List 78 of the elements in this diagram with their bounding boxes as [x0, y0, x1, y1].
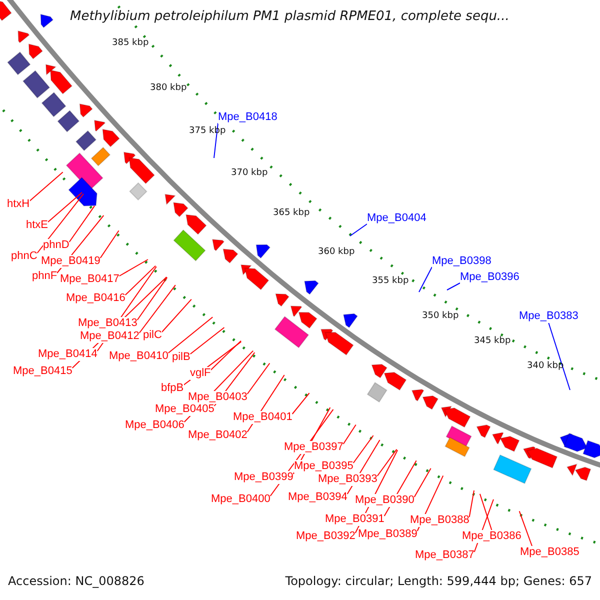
scale-label: 370 kbp	[231, 167, 268, 180]
leader-line	[36, 193, 84, 254]
gene-label: Mpe_B0417	[60, 273, 120, 286]
scale-label: 380 kbp	[150, 82, 187, 95]
gene-label: phnF	[32, 270, 58, 283]
gene-label: Mpe_B0396	[460, 271, 520, 284]
gene-label: Mpe_B0398	[432, 255, 492, 268]
gene-label: Mpe_B0405	[155, 403, 214, 416]
summary-text: Topology: circular; Length: 599,444 bp; Genes: 657	[285, 575, 592, 588]
leader-line	[100, 230, 120, 258]
gene-label: Mpe_B0399	[234, 471, 294, 484]
leader-line	[414, 468, 432, 498]
scale-label: 345 kbp	[474, 335, 511, 348]
accession-text: Accession: NC_008826	[8, 575, 144, 588]
gene-label: vglF	[190, 367, 211, 380]
leader-line	[210, 340, 242, 370]
gene-label: Mpe_B0386	[462, 530, 522, 543]
leader-line	[118, 259, 148, 276]
gene-label: pilC	[143, 329, 162, 342]
gene-label: Mpe_B0419	[41, 255, 100, 268]
gene-label: Mpe_B0391	[325, 513, 384, 526]
gene-label: Mpe_B0404	[367, 212, 426, 225]
gene-label: Mpe_B0389	[358, 528, 418, 541]
scale-label: 385 kbp	[112, 37, 149, 50]
title: Methylibium petroleiphilum PM1 plasmid RPME01, complete sequ...	[70, 10, 510, 23]
gene-label: phnD	[43, 239, 70, 252]
leader-line	[190, 327, 225, 354]
gene-label: phnC	[11, 250, 38, 263]
gene-label: Mpe_B0397	[284, 441, 344, 454]
gene-label: Mpe_B0416	[66, 292, 126, 305]
leader-line	[479, 493, 492, 530]
gene-label: Mpe_B0418	[218, 111, 278, 124]
leader-line	[350, 224, 368, 236]
leader-line	[183, 341, 242, 386]
gene-label: Mpe_B0412	[80, 330, 140, 343]
leader-line	[68, 205, 96, 242]
leader-line	[161, 298, 192, 332]
gene-label: Mpe_B0392	[296, 530, 356, 543]
leader-line	[352, 435, 374, 464]
gene-label: Mpe_B0388	[410, 514, 470, 527]
gene-label: Mpe_B0415	[13, 365, 72, 378]
leader-line	[168, 316, 214, 354]
leader-line	[418, 266, 432, 292]
scale-label: 350 kbp	[422, 310, 459, 323]
gene-label: Mpe_B0413	[78, 317, 138, 330]
leader-line	[376, 448, 398, 476]
leader-line	[548, 322, 570, 390]
gene-label: Mpe_B0395	[294, 460, 354, 473]
gene-label: pilB	[172, 351, 190, 364]
gene-label: Mpe_B0383	[519, 310, 578, 323]
gene-label: Mpe_B0385	[520, 546, 580, 559]
leader-line	[292, 392, 310, 414]
gene-label: Mpe_B0403	[188, 391, 248, 404]
leader-line	[136, 276, 168, 320]
leader-line	[518, 510, 532, 546]
gene-label: Mpe_B0414	[38, 348, 98, 361]
leader-line	[214, 122, 218, 158]
gene-label: Mpe_B0390	[355, 494, 414, 507]
gene-label: Mpe_B0406	[125, 419, 184, 432]
gene-label: bfpB	[161, 382, 184, 395]
leader-line	[138, 284, 176, 334]
scale-label: 360 kbp	[318, 246, 355, 259]
gene-label: Mpe_B0387	[415, 549, 474, 562]
gene-label: Mpe_B0394	[288, 491, 348, 504]
gene-label: Mpe_B0402	[188, 429, 248, 442]
leader-line	[48, 192, 82, 222]
leader-line	[446, 282, 460, 290]
gene-label: Mpe_B0401	[233, 411, 292, 424]
leader-line	[246, 362, 270, 394]
scale-label: 365 kbp	[273, 207, 310, 220]
gene-label: Mpe_B0393	[318, 473, 378, 486]
leader-line	[342, 424, 356, 444]
gene-label: Mpe_B0400	[211, 493, 270, 506]
scale-label: 355 kbp	[372, 275, 409, 288]
gene-label: Mpe_B0410	[109, 350, 168, 363]
leader-line	[468, 490, 475, 518]
leader-line	[124, 265, 156, 296]
leader-line	[29, 172, 64, 202]
